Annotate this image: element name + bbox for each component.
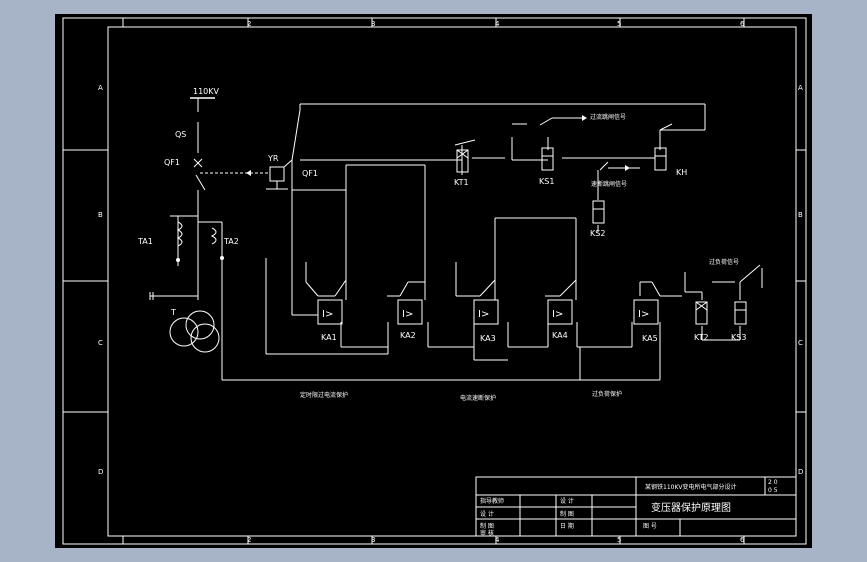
ks2-label: KS2	[590, 229, 605, 238]
breaker-qf1-blade	[195, 174, 206, 191]
kt2-label: KT2	[694, 333, 709, 342]
signal-relay-ks3	[734, 301, 747, 325]
zone-col-5-top: 5	[617, 20, 621, 28]
left-row-1: 指导教师	[480, 497, 504, 505]
ks3-label: KS3	[731, 333, 746, 342]
zone-row-a-left: A	[98, 84, 103, 92]
zone-col-3-top: 3	[371, 20, 375, 28]
timer-relay-kt2	[695, 301, 708, 325]
zone-row-b-left: B	[98, 211, 103, 219]
zone-col-2-top: 2	[247, 20, 251, 28]
drawing-sheet	[55, 14, 812, 548]
primary-circuit	[190, 97, 270, 300]
zone-col-3-bottom: 3	[371, 536, 375, 544]
left-row-3: 制 图	[480, 522, 494, 530]
ka4-symbol: I>	[552, 309, 563, 320]
trip-arrow	[246, 170, 251, 176]
ka1-label: KA1	[321, 333, 337, 342]
signal-label-1: 过流跳闸信号	[590, 113, 626, 121]
zone-grid	[63, 18, 806, 544]
ta2-label: TA2	[223, 237, 239, 246]
relay-ka4: I>	[547, 299, 573, 325]
zone-col-6-top: 6	[740, 20, 745, 28]
mid-row-1: 设 计	[560, 497, 574, 505]
zone-row-c-right: C	[798, 339, 803, 347]
corner-top: 2 0	[768, 479, 778, 486]
mid-row-2: 制 图	[560, 510, 574, 518]
section-label-2: 电流速断保护	[460, 394, 496, 402]
drawing-title: 变压器保护原理图	[651, 501, 731, 514]
current-transformer-ta2	[198, 221, 224, 380]
ka4-label: KA4	[552, 331, 568, 340]
timer-relay-kt1	[456, 149, 469, 173]
zone-col-6-bottom: 6	[740, 536, 745, 544]
relay-ka3: I>	[473, 299, 499, 325]
zone-col-5-bottom: 5	[617, 536, 621, 544]
voltage-label: 110KV	[193, 87, 220, 96]
signal-relay-ks1	[541, 147, 554, 171]
relay-ka2: I>	[397, 299, 423, 325]
zone-row-a-right: A	[798, 84, 803, 92]
breaker-qf1-cross-b	[193, 158, 203, 168]
transformer-t-label: T	[170, 308, 176, 317]
ta1-label: TA1	[137, 237, 153, 246]
current-transformer-ta1	[170, 215, 198, 266]
corner-bottom: 0 5	[768, 487, 778, 494]
kt1-label: KT1	[454, 178, 469, 187]
project-name: 某钢铁110KV变电所电气部分设计	[645, 483, 737, 491]
power-transformer	[149, 292, 220, 353]
zone-row-b-right: B	[798, 211, 803, 219]
ka2-symbol: I>	[402, 309, 413, 320]
zone-row-c-left: C	[98, 339, 103, 347]
ka5-symbol: I>	[638, 309, 649, 320]
signal-relay-kh	[654, 147, 667, 171]
zone-col-4-bottom: 4	[495, 536, 500, 544]
left-row-2: 设 计	[480, 510, 494, 518]
qf1-right-label: QF1	[302, 169, 318, 178]
relay-ka5: I>	[633, 299, 659, 325]
yr-label: YR	[267, 154, 279, 163]
kh-label: KH	[676, 168, 687, 177]
zone-col-4-top: 4	[495, 20, 500, 28]
signal-relay-ks2	[592, 200, 605, 224]
ka3-symbol: I>	[478, 309, 489, 320]
ks1-label: KS1	[539, 177, 554, 186]
relay-wiring	[222, 103, 763, 381]
ka3-label: KA3	[480, 334, 496, 343]
mid-row-3: 日 期	[560, 522, 574, 530]
ka5-label: KA5	[642, 334, 658, 343]
zone-row-d-left: D	[98, 468, 103, 476]
ka1-symbol: I>	[322, 309, 333, 320]
left-row-4: 审 核	[480, 529, 494, 537]
yr-trip-coil	[266, 159, 346, 191]
drawing-number-label: 图 号	[643, 523, 657, 530]
zone-row-d-right: D	[798, 468, 803, 476]
zone-labels: 2 3 4 5 6 2 3 4 5 6 A B C D A B C D	[98, 20, 803, 544]
signal-label-2: 速断跳闸信号	[591, 180, 627, 188]
section-label-3: 过负荷保护	[592, 390, 622, 398]
section-label-1: 定时限过电流保护	[300, 391, 348, 399]
signal-label-3: 过负荷信号	[709, 258, 739, 266]
relay-ka1: I>	[317, 299, 343, 325]
title-block	[475, 476, 797, 537]
zone-col-2-bottom: 2	[247, 536, 251, 544]
qs-label: QS	[175, 130, 186, 139]
qf1-left-label: QF1	[164, 158, 180, 167]
ka2-label: KA2	[400, 331, 416, 340]
